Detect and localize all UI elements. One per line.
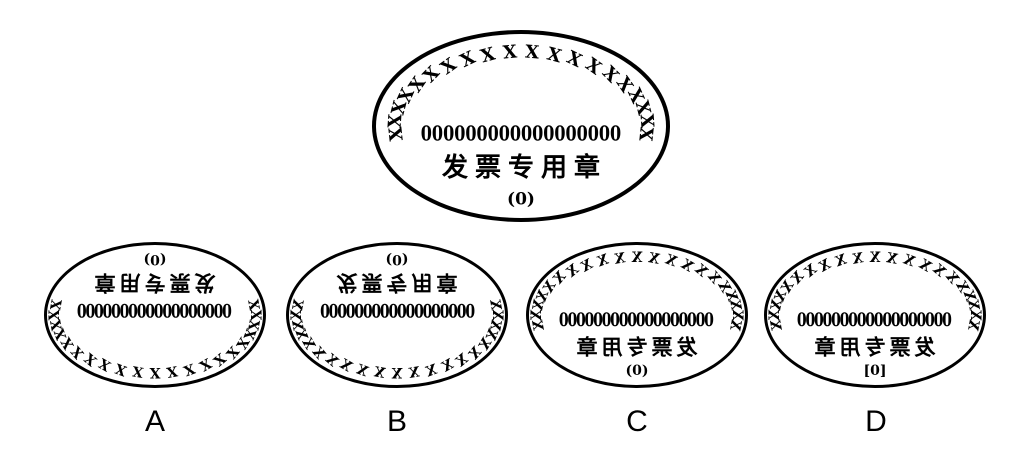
x-char: X	[354, 359, 371, 378]
x-char: X	[663, 252, 680, 271]
x-char: X	[149, 363, 161, 380]
x-char: X	[901, 252, 918, 271]
x-char: X	[631, 250, 643, 267]
x-char: X	[372, 362, 387, 380]
x-char: X	[594, 252, 611, 271]
bottom-code: [0]	[863, 363, 887, 380]
x-char: X	[478, 43, 498, 68]
x-char: X	[869, 250, 881, 267]
serial-zeros: 000000000000000000	[798, 310, 952, 332]
serial-zeros: 000000000000000000	[560, 310, 714, 332]
x-char: X	[407, 362, 422, 380]
seal-text: 发票专用章	[336, 270, 462, 296]
seal-text: 发票专用章	[572, 334, 698, 360]
x-char: X	[391, 363, 403, 380]
x-char: X	[544, 43, 564, 68]
seal-text: 发票专用章	[90, 270, 216, 296]
x-char: X	[112, 359, 129, 378]
option-label-c: C	[626, 405, 648, 438]
option-label-a: A	[144, 405, 165, 438]
x-char: X	[130, 362, 145, 380]
option-label-b: B	[386, 405, 407, 438]
x-char: X	[524, 41, 540, 64]
x-char: X	[338, 354, 356, 374]
bottom-code: (0)	[625, 363, 649, 380]
serial-zeros: 000000000000000000	[320, 298, 474, 320]
x-char: X	[423, 359, 440, 378]
bottom-code: (0)	[385, 250, 409, 267]
x-char: X	[647, 250, 662, 268]
option-label-d: D	[865, 405, 887, 438]
x-char: X	[612, 250, 627, 268]
seal-text: 发票专用章	[441, 153, 607, 184]
seal-text: 发票专用章	[810, 334, 936, 360]
bottom-code: (0)	[507, 189, 535, 210]
serial-zeros: 000000000000000000	[78, 298, 232, 320]
x-char: X	[96, 354, 114, 374]
x-char: X	[502, 41, 518, 64]
x-char: X	[885, 250, 900, 268]
stamp-outline	[372, 30, 670, 222]
x-char: X	[563, 47, 586, 73]
bottom-code: (0)	[143, 250, 167, 267]
x-char: X	[456, 47, 479, 73]
x-char: X	[181, 359, 198, 378]
x-char: X	[850, 250, 865, 268]
x-char: X	[165, 362, 180, 380]
x-char: X	[832, 252, 849, 271]
serial-zeros: 000000000000000000	[420, 120, 622, 146]
